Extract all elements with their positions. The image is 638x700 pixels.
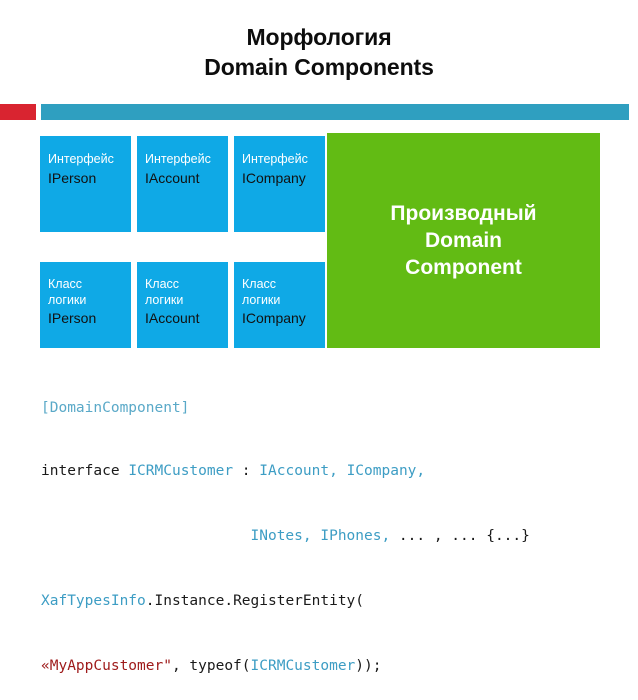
code-token-base-list-1: IAccount, ICompany, [259, 463, 426, 479]
interface-card-iaccount[interactable]: Интерфейс IAccount [137, 136, 228, 232]
code-line-register-args: «MyAppCustomer", typeof(ICRMCustomer)); [41, 656, 631, 679]
code-snippet: [DomainComponent] interface ICRMCustomer… [41, 356, 631, 700]
logic-class-name: ICompany [242, 310, 306, 326]
code-token-typeof: , typeof( [171, 658, 251, 674]
code-token-string-literal: «MyAppCustomer" [41, 658, 172, 674]
code-token-close-paren: )); [355, 658, 382, 674]
code-token-typeof-arg: ICRMCustomer [250, 658, 356, 674]
logic-class-kind-line1: Класс [48, 277, 83, 291]
code-token-register-call: .Instance.RegisterEntity( [145, 593, 365, 609]
logic-class-kind-line1: Класс [145, 277, 180, 291]
code-token-indent [41, 528, 251, 544]
logic-class-card-icompany[interactable]: Класс логики ICompany [234, 262, 325, 348]
code-token-attribute: [DomainComponent] [41, 400, 190, 416]
logic-class-kind-line2: логики [145, 293, 184, 307]
derived-component-line-1: Производный [390, 202, 537, 225]
page-title: Морфология Domain Components [0, 22, 638, 82]
code-token-ellipsis-body: ... , ... {...} [398, 528, 530, 544]
code-token-colon: : [233, 463, 260, 479]
interface-card-iperson[interactable]: Интерфейс IPerson [40, 136, 131, 232]
code-line-base-continuation: INotes, IPhones, ... , ... {...} [41, 526, 631, 549]
interface-card-name: IPerson [48, 170, 97, 186]
code-line-register-entity: XafTypesInfo.Instance.RegisterEntity( [41, 591, 631, 614]
interface-card-kind: Интерфейс [242, 152, 308, 166]
accent-bar-blue [41, 104, 629, 120]
logic-class-card-iaccount[interactable]: Класс логики IAccount [137, 262, 228, 348]
accent-bar-red [0, 104, 36, 120]
derived-component-line-2: Domain [424, 229, 502, 252]
domain-components-diagram: Интерфейс IPerson Интерфейс IAccount Инт… [40, 133, 600, 348]
derived-component-line-3: Component [405, 256, 522, 279]
logic-class-kind-line2: логики [48, 293, 87, 307]
code-line-attribute: [DomainComponent] [41, 398, 631, 419]
interface-card-name: IAccount [145, 170, 200, 186]
interface-card-icompany[interactable]: Интерфейс ICompany [234, 136, 325, 232]
interface-card-kind: Интерфейс [48, 152, 114, 166]
code-token-base-list-2: INotes, IPhones, [250, 528, 399, 544]
logic-class-name: IAccount [145, 310, 200, 326]
title-line-2: Domain Components [204, 54, 434, 80]
logic-class-kind-line1: Класс [242, 277, 277, 291]
code-token-interface-name: ICRMCustomer [128, 463, 234, 479]
logic-class-card-iperson[interactable]: Класс логики IPerson [40, 262, 131, 348]
derived-domain-component-card[interactable]: Производный Domain Component [327, 133, 600, 348]
logic-class-name: IPerson [48, 310, 97, 326]
interface-card-name: ICompany [242, 170, 306, 186]
code-token-xaftypesinfo: XafTypesInfo [41, 593, 146, 609]
title-line-1: Морфология [246, 24, 392, 50]
code-token-keyword: interface [41, 463, 129, 479]
interface-card-kind: Интерфейс [145, 152, 211, 166]
code-line-interface: interface ICRMCustomer : IAccount, IComp… [41, 461, 631, 484]
logic-class-kind-line2: логики [242, 293, 281, 307]
